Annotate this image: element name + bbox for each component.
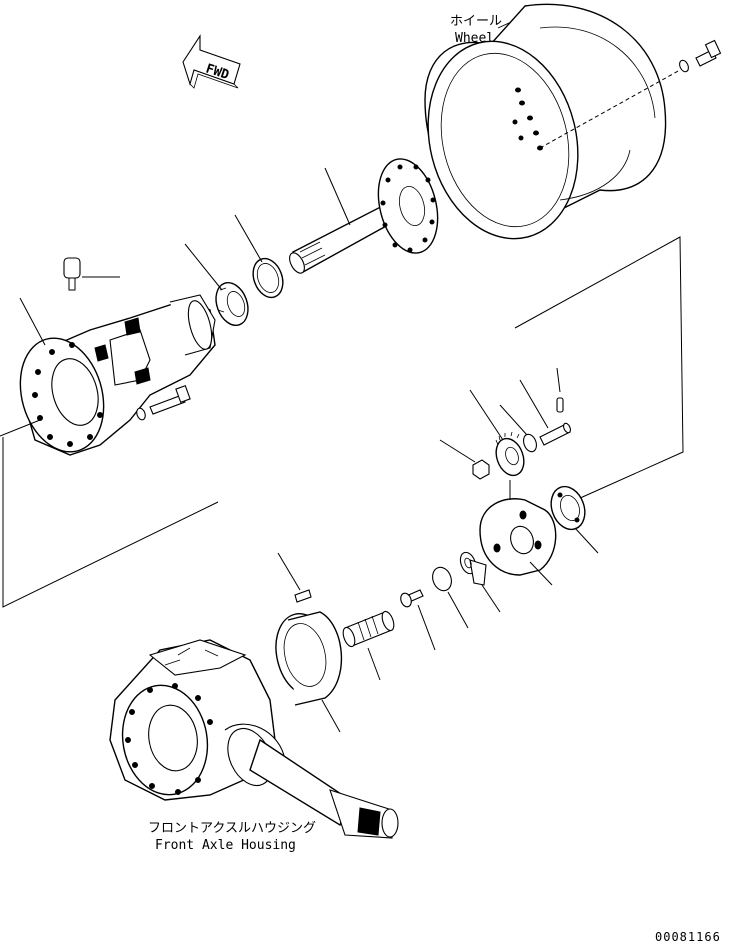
- forward-direction-arrow: FWD: [182, 34, 241, 89]
- gear-leader: [469, 389, 504, 441]
- axle-shaft: [289, 158, 439, 274]
- planetary-gear: [495, 431, 525, 477]
- housing-label-en: Front Axle Housing: [155, 838, 296, 853]
- breather-plug: [63, 257, 120, 291]
- snap-ring-leader: [234, 214, 263, 263]
- wheel-label-jp: ホイール: [450, 14, 502, 29]
- bearing-leader: [184, 243, 223, 291]
- housing-leader: [19, 297, 46, 346]
- housing-label-jp: フロントアクスルハウジング: [148, 821, 316, 836]
- spacer: [459, 551, 487, 586]
- carrier-bolt-leader: [417, 604, 436, 651]
- wheel-bolt-holes: [512, 87, 543, 151]
- nut-leader: [439, 439, 476, 463]
- wheel-rim: [424, 3, 681, 240]
- planetary-carrier: [479, 480, 557, 576]
- pin-top-leader: [556, 367, 561, 393]
- lower-pin: [294, 589, 312, 603]
- sun-gear-shaft: [342, 610, 395, 648]
- axle-housing: [19, 294, 216, 456]
- snap-ring: [252, 257, 284, 299]
- pin-leader: [519, 379, 549, 429]
- nut: [472, 459, 490, 480]
- boundary-line-c: [514, 236, 684, 500]
- bearing: [215, 281, 249, 327]
- housing-mount-bolt: [136, 385, 191, 421]
- thrust-plate: [432, 566, 452, 592]
- sun-gear-leader: [367, 647, 381, 681]
- boundary-line-a: [0, 419, 41, 437]
- planetary-pin: [539, 422, 571, 446]
- shaft-leader: [324, 167, 351, 226]
- carrier-bolt: [400, 589, 424, 608]
- washer: [523, 433, 537, 453]
- ring-gear: [275, 611, 343, 706]
- boundary-line-b: [2, 437, 219, 608]
- washer-leader: [499, 404, 528, 436]
- housing-bolt-holes: [32, 342, 103, 447]
- front-axle-housing: [109, 639, 399, 839]
- ring-gear-leader: [321, 699, 341, 733]
- thrust-plate-leader: [447, 591, 469, 629]
- carrier-leader: [529, 561, 553, 586]
- shaft-flange-holes: [380, 164, 436, 253]
- forward-label: FWD: [204, 62, 231, 84]
- thrust-washer: [550, 485, 586, 531]
- drawing-code: 00081166: [655, 930, 721, 944]
- wheel-bolt: [679, 39, 722, 73]
- pin-small: [556, 397, 564, 413]
- thrust-washer-leader: [574, 527, 599, 554]
- lower-pin-leader: [277, 552, 301, 591]
- housing-flange-holes: [125, 683, 213, 795]
- spacer-leader: [481, 584, 501, 613]
